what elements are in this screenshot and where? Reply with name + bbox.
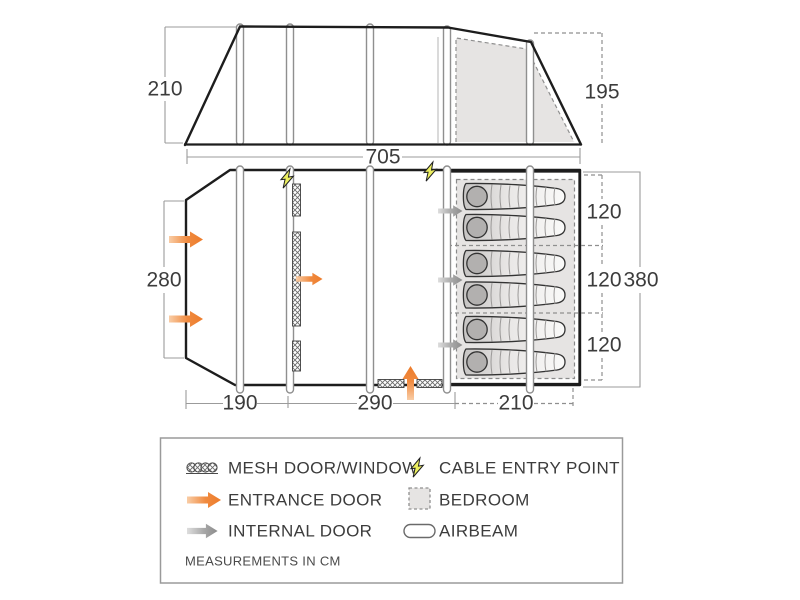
floorplan-airbeams — [235, 165, 535, 394]
mesh-door-strip — [416, 379, 443, 388]
dim-front-width: 280 — [146, 200, 184, 359]
dim-bedroom-total-label: 380 — [623, 269, 658, 292]
airbeam-pole — [285, 23, 295, 146]
legend-mesh-label: MESH DOOR/WINDOW — [228, 459, 419, 478]
sleeping-bag — [462, 315, 566, 344]
mesh-door-strip — [292, 340, 301, 372]
dim-bottom: 190 290 210 — [185, 388, 574, 415]
sleeping-bag — [462, 281, 566, 309]
dim-bedroom-section2-label: 120 — [586, 269, 621, 292]
dim-front-width-label: 280 — [146, 269, 181, 292]
dim-bedroom-section3-label: 120 — [586, 334, 621, 357]
mesh-icon — [186, 462, 218, 474]
legend-cable-label: CABLE ENTRY POINT — [439, 459, 620, 478]
sleeping-bag — [462, 213, 566, 242]
airbeam-pole — [442, 25, 452, 146]
elevation-outline — [183, 25, 583, 147]
cable-entry-icon — [423, 161, 437, 182]
elevation-bedroom-area — [456, 38, 574, 142]
legend-bedroom-label: BEDROOM — [439, 491, 530, 510]
sleeping-bag — [462, 348, 566, 376]
legend-internal-label: INTERNAL DOOR — [228, 522, 372, 541]
entrance-door-arrow — [402, 366, 419, 400]
legend-box — [159, 437, 624, 584]
legend-note: MEASUREMENTS IN CM — [185, 554, 341, 569]
elevation-view: 210 195 705 — [147, 23, 620, 169]
dim-front-height-label: 210 — [147, 78, 182, 101]
dim-bedroom-total: 380 — [583, 171, 659, 388]
airbeam-pole — [525, 39, 535, 146]
airbeam-pole — [525, 165, 535, 394]
sleeping-bag — [462, 249, 566, 278]
airbeam-pole — [235, 165, 245, 394]
bedroom-area — [455, 178, 576, 380]
elevation-bedroom-outline — [455, 37, 575, 143]
mesh-door-strip — [377, 379, 405, 388]
dim-rear-height-label: 195 — [584, 81, 619, 104]
dim-porch-length-label: 190 — [222, 392, 257, 415]
dim-rear-height: 195 — [534, 32, 620, 143]
dim-total-length: 705 — [186, 146, 581, 169]
floorplan-view: 280 190 290 210 120 120 120 — [146, 161, 659, 415]
bedroom-icon — [408, 487, 431, 510]
dim-front-height: 210 — [147, 26, 236, 144]
airbeam-pole — [365, 165, 375, 394]
mesh-door-strip — [292, 183, 301, 217]
legend-entrance-label: ENTRANCE DOOR — [228, 491, 382, 510]
dim-bedroom-length-label: 210 — [498, 392, 533, 415]
dim-total-length-label: 705 — [365, 146, 400, 169]
airbeam-pole — [365, 23, 375, 146]
dim-bedroom-section1-label: 120 — [586, 201, 621, 224]
airbeam-icon — [403, 523, 436, 539]
dim-bedroom-sections: 120 120 120 — [584, 174, 622, 381]
airbeam-pole — [235, 23, 245, 146]
legend-airbeam-label: AIRBEAM — [439, 522, 518, 541]
sleeping-bag — [462, 182, 566, 211]
dim-living-length-label: 290 — [357, 392, 392, 415]
legend: MESH DOOR/WINDOW CABLE ENTRY POINT ENTRA… — [159, 437, 624, 584]
